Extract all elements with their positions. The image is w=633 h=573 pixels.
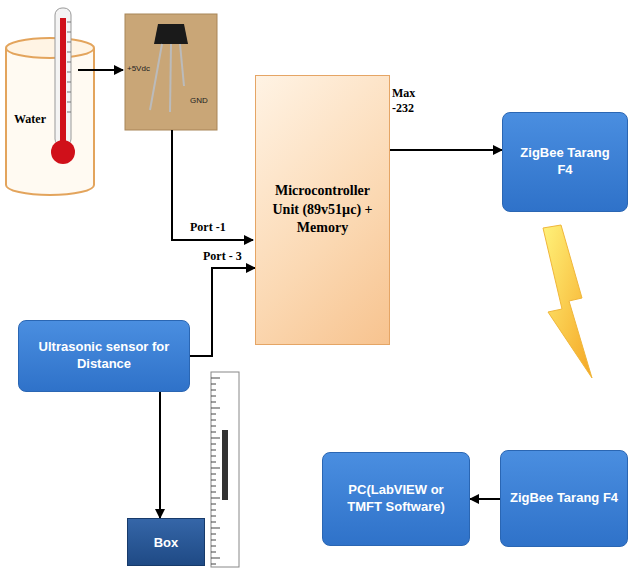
sensor-photo	[125, 14, 217, 130]
ruler	[211, 372, 239, 567]
ruler-tick	[211, 498, 220, 499]
ruler-tick	[211, 552, 216, 553]
ruler-tick	[211, 540, 216, 541]
ruler-tick	[211, 528, 220, 529]
zigbee-box: ZigBee Tarang F4	[502, 112, 628, 212]
edge-label: Port - 3	[203, 249, 242, 264]
thermometer	[51, 8, 75, 164]
pin-label: GND	[190, 96, 208, 105]
pin-label: +5Vdc	[127, 64, 150, 73]
edge-label: Max -232	[392, 86, 430, 116]
ruler-tick	[211, 408, 220, 409]
pc-box: PC(LabVIEW or TMFT Software)	[322, 452, 470, 546]
ruler-tick	[211, 402, 216, 403]
node-text: Box	[154, 535, 179, 550]
sensor-arrow	[78, 69, 123, 71]
ruler-tick	[211, 564, 216, 565]
port1-wire	[172, 130, 253, 240]
ruler-tick	[211, 516, 216, 517]
ruler-tick	[211, 504, 216, 505]
ruler-tick	[211, 462, 216, 463]
node-text: PC(LabVIEW or TMFT Software)	[331, 482, 461, 516]
node-text: ZigBee Tarang F4	[510, 490, 618, 507]
ruler-tick	[211, 492, 216, 493]
ruler-tick	[211, 426, 216, 427]
box-target: Box	[127, 518, 205, 566]
ruler-tick	[211, 438, 220, 439]
sensor-box: Ultrasonic sensor for Distance	[18, 320, 190, 392]
water-beaker	[6, 38, 94, 195]
ruler-tick	[211, 558, 220, 559]
ruler-tick	[211, 420, 216, 421]
water-label: Water	[14, 112, 46, 127]
ruler-tick	[211, 378, 220, 379]
ruler-tick	[211, 384, 216, 385]
connector-arrow	[159, 392, 161, 518]
ruler-tick	[211, 432, 216, 433]
ruler-tick	[211, 414, 216, 415]
ruler-tick	[211, 480, 216, 481]
connector-arrow	[190, 268, 255, 356]
ruler-tick	[211, 474, 216, 475]
ruler-tick	[211, 468, 220, 469]
ruler-tick	[211, 444, 216, 445]
wireless-bolt	[543, 225, 592, 378]
ruler-tick	[211, 522, 216, 523]
ruler-tick	[211, 450, 216, 451]
ruler-tick	[211, 534, 216, 535]
ruler-tick	[211, 396, 216, 397]
microcontroller-box: Microcontroller Unit (89v51µc) + Memory	[255, 75, 390, 345]
port-label: Port -1	[190, 220, 226, 235]
node-text: Microcontroller Unit (89v51µc) + Memory	[264, 182, 381, 239]
ruler-tick	[211, 486, 216, 487]
node-text: ZigBee Tarang F4	[511, 145, 619, 179]
ruler-tick	[211, 546, 216, 547]
connector-arrow	[390, 149, 502, 151]
ruler-tick	[211, 510, 216, 511]
ruler-tick	[211, 456, 216, 457]
node-text: Ultrasonic sensor for Distance	[27, 339, 181, 373]
zigbee-box: ZigBee Tarang F4	[500, 450, 628, 547]
connector-arrow	[470, 498, 500, 500]
ruler-tick	[211, 390, 216, 391]
